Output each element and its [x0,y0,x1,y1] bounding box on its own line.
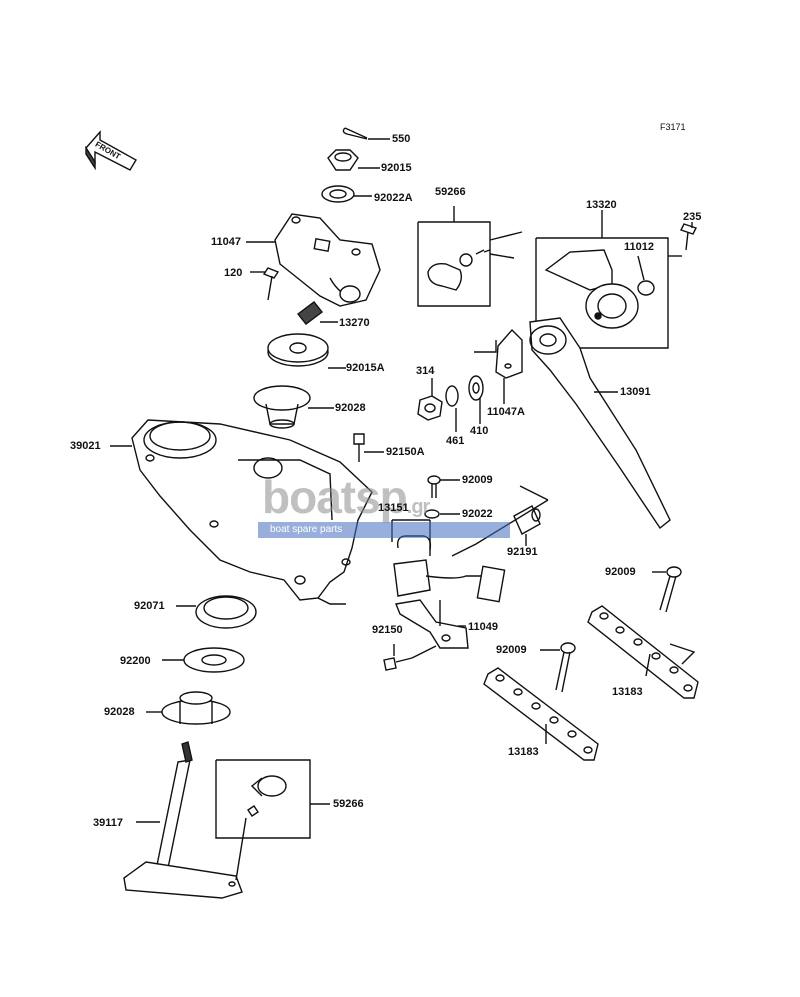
label-235: 235 [683,211,702,223]
bolt-92009-left [555,642,576,693]
label-13151: 13151 [378,502,409,514]
washer-92022 [424,509,440,519]
label-92015: 92015 [381,162,412,174]
screw-235 [680,223,697,251]
label-59266-upper: 59266 [435,186,466,198]
lock-washer-461 [445,385,459,407]
label-92071: 92071 [134,600,165,612]
label-13320: 13320 [586,199,617,211]
steering-bracket [274,213,381,307]
bolt-120 [262,267,280,301]
plate-11047a [495,328,523,379]
label-92009-center: 92009 [462,474,493,486]
bolt-92150 [383,657,413,671]
label-461: 461 [446,435,465,447]
label-13183-right: 13183 [612,686,643,698]
label-92191: 92191 [507,546,538,558]
label-92028-lower: 92028 [104,706,135,718]
label-410: 410 [470,425,489,437]
steering-housing [131,419,373,601]
steering-shaft [123,741,243,899]
throttle-lever [529,317,671,530]
label-314: 314 [416,365,435,377]
label-13091: 13091 [620,386,651,398]
link-plate-13183-right [587,605,699,699]
cotter-pin [342,127,368,140]
ball-joint-box-lower [215,759,311,881]
label-11047a: 11047A [487,406,525,418]
label-92022: 92022 [462,508,493,520]
clip-13270 [297,301,323,325]
label-120: 120 [224,267,243,279]
nut-314 [417,395,443,421]
link-plate-13183-left [483,667,599,761]
spacer-92191 [513,505,541,535]
collar-92015a [267,333,329,367]
label-92150a: 92150A [386,446,425,458]
diagram-code: F3171 [660,122,686,132]
washer-410 [468,375,484,401]
watermark-tagline: boat spare parts [258,522,510,538]
label-92150: 92150 [372,624,403,636]
label-92009-right: 92009 [605,566,636,578]
label-11012: 11012 [624,241,654,253]
washer-92022a [321,185,355,203]
label-11049: 11049 [468,621,498,633]
seal-92071 [195,595,257,629]
front-arrow [85,130,137,171]
label-92009-left: 92009 [496,644,527,656]
castle-nut [327,149,359,171]
watermark-brand: boatsp.gr [262,471,430,523]
bracket-11049 [395,599,469,649]
label-92022a: 92022A [374,192,413,204]
label-13270: 13270 [339,317,370,329]
washer-92200 [183,647,245,673]
throttle-box [535,210,669,349]
bolt-92150a [353,433,365,462]
label-59266-lower: 59266 [333,798,364,810]
label-13183-left: 13183 [508,746,539,758]
bolt-92009-center [427,475,441,498]
label-92015a: 92015A [346,362,385,374]
bushing-92028-upper [253,385,311,429]
ball-joint-box-upper [417,206,523,307]
label-92028-upper: 92028 [335,402,366,414]
label-11047: 11047 [211,236,241,248]
label-550: 550 [392,133,411,145]
bolt-92009-right [659,566,682,613]
label-92200: 92200 [120,655,151,667]
label-39117: 39117 [93,817,123,829]
label-39021: 39021 [70,440,101,452]
bushing-92028-lower [161,691,231,725]
